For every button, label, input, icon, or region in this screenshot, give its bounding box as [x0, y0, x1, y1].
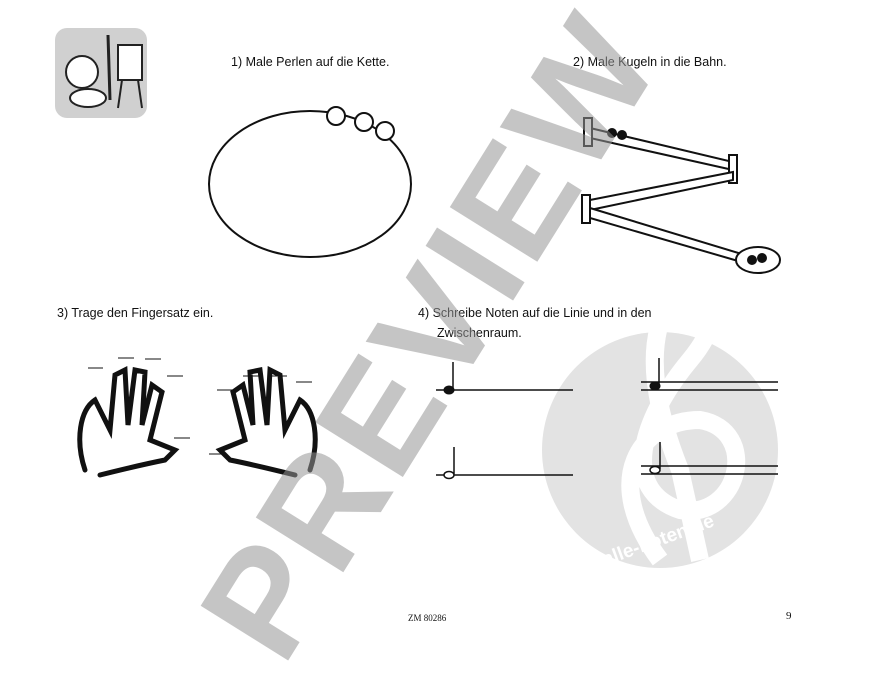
task-2-label: 2) Male Kugeln in die Bahn. [573, 55, 727, 69]
task-1-label: 1) Male Perlen auf die Kette. [231, 55, 390, 69]
finger-blanks [88, 357, 312, 455]
footer-code: ZM 80286 [408, 613, 447, 623]
page-number: 9 [786, 610, 792, 622]
hands-drawing [77, 366, 318, 478]
note-exercises [436, 358, 778, 480]
alle-noten-logo [542, 274, 778, 568]
task-4-label: 4) Schreibe Noten auf die Linie und in d… [418, 306, 652, 320]
necklace-drawing [208, 106, 412, 258]
task-3-label: 3) Trage den Fingersatz ein. [57, 306, 214, 320]
task-4-label-line2: Zwischenraum. [437, 326, 522, 340]
ball-track-drawing [581, 117, 781, 274]
worksheet-drawings [55, 28, 781, 568]
hedgehog-painter-icon [55, 28, 147, 118]
